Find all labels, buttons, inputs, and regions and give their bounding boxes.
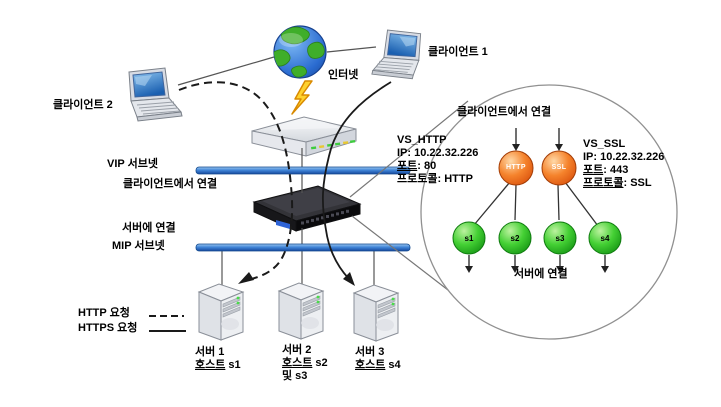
vip-subnet-bar [195, 166, 411, 175]
callout-internals [452, 128, 622, 273]
client2-label: 클라이언트 2 [53, 99, 113, 111]
vs-ssl-info: VS_SSL IP: 10.22.32.226 포트: 443 프로토콜: SS… [583, 138, 664, 190]
client2-laptop-icon [128, 67, 183, 122]
server2-label: 서버 2 호스트 s2 및 s3 [282, 344, 328, 382]
mip-subnet-bar [195, 243, 411, 252]
vs-http-info: VS_HTTP IP: 10.22.32.226 포트: 80 프로토콜: HT… [397, 134, 478, 186]
connect-to-server-label: 서버에 연결 [122, 222, 176, 234]
http-request-flow [178, 81, 294, 284]
internet-links [177, 46, 377, 86]
service-s2-label: s2 [510, 234, 520, 243]
legend-http-label: HTTP 요청 [78, 307, 130, 319]
vs-http-node-label: HTTP [506, 164, 526, 171]
vip-subnet-label: VIP 서브넷 [107, 158, 158, 170]
vserver-inbound-arrows [515, 128, 560, 145]
vs-ssl-name: VS_SSL [583, 138, 626, 150]
appliance-ports [301, 209, 349, 225]
server1-icon [198, 283, 244, 341]
service-s2-node [498, 221, 532, 255]
server2-icon [278, 282, 324, 340]
vs-http-name: VS_HTTP [397, 134, 447, 146]
switch-icon [251, 116, 357, 157]
legend-samples [149, 315, 186, 332]
internet-globe-icon [273, 25, 327, 79]
legend-https-label: HTTPS 요청 [78, 322, 138, 334]
vs-ssl-port: 포트: 443 [583, 164, 629, 176]
lightning-bolt-icon [291, 80, 313, 115]
connect-from-client-label: 클라이언트에서 연결 [123, 178, 218, 190]
service-s1-node [452, 221, 486, 255]
server1-label: 서버 1 호스트 s1 [195, 346, 241, 371]
vs-http-port: 포트: 80 [397, 160, 437, 172]
callout-connect-from-client-label: 클라이언트에서 연결 [457, 106, 552, 118]
service-s3-node [543, 221, 577, 255]
service-outbound-arrows [468, 255, 606, 267]
switch-leds [311, 139, 356, 150]
vs-http-protocol: 프로토콜: HTTP [397, 173, 473, 185]
client1-laptop-icon [371, 29, 422, 80]
vs-ssl-node [541, 150, 577, 186]
mip-subnet-label: MIP 서브넷 [112, 240, 165, 252]
vs-ssl-ip: IP: 10.22.32.226 [583, 151, 665, 163]
https-request-flow [321, 81, 392, 286]
vs-http-ip: IP: 10.22.32.226 [397, 147, 479, 159]
vs-ssl-node-label: SSL [551, 164, 567, 171]
server3-label: 서버 3 호스트 s4 [355, 346, 401, 371]
service-s4-label: s4 [600, 234, 610, 243]
netscaler-appliance-icon [252, 185, 362, 232]
service-s1-label: s1 [464, 234, 474, 243]
internet-label: 인터넷 [328, 69, 359, 81]
client1-label: 클라이언트 1 [428, 46, 488, 58]
server3-icon [353, 284, 399, 342]
vs-ssl-protocol: 프로토콜: SSL [583, 177, 652, 189]
callout-connect-to-server-label: 서버에 연결 [514, 268, 568, 280]
vserver-service-links [473, 181, 599, 227]
service-s4-node [588, 221, 622, 255]
service-s3-label: s3 [555, 234, 565, 243]
vs-http-node [498, 150, 534, 186]
appliance-brand-badge [276, 220, 290, 229]
callout-bubble [349, 84, 678, 340]
